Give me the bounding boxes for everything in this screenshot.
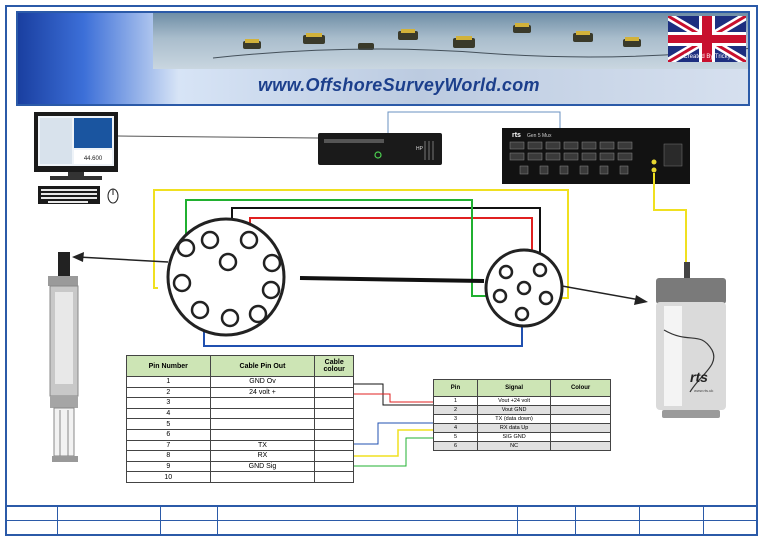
computer-monitor: 44.600: [34, 112, 118, 180]
pin-table-header-colour: Cable colour: [314, 355, 354, 377]
table-row: 5: [126, 418, 354, 430]
colour-cell: [550, 423, 611, 433]
colour-cell: [314, 386, 354, 399]
colour-cell: [314, 450, 354, 462]
pin-cell: 1: [126, 376, 211, 388]
pinout-cell: [209, 428, 316, 441]
colour-cell: [314, 407, 354, 420]
signal-cell: RX data Up: [476, 423, 552, 433]
pin-table-header-pinout: Cable Pin Out: [209, 355, 316, 377]
six-pin-connector: [484, 248, 564, 328]
pinout-cell: [209, 407, 316, 420]
signal-cell: SIG GND: [476, 432, 552, 442]
banner-website[interactable]: www.OffshoreSurveyWorld.com: [258, 75, 540, 95]
pin-cell: 8: [126, 450, 211, 462]
mux-brand: rts: [512, 132, 521, 139]
colour-cell: [314, 471, 354, 483]
signal-cell: TX (data down): [476, 414, 552, 424]
colour-cell: [314, 397, 354, 409]
monitor-readout: 44.600: [84, 156, 103, 162]
table-row: 6: [126, 428, 354, 441]
colour-cell: [314, 376, 354, 388]
signal-cell: Vout GND: [476, 405, 552, 415]
sig-table-header-signal: Signal: [476, 379, 552, 397]
mux-model: Gen 5 Mux: [527, 133, 552, 139]
pinout-cell: GND Ov: [209, 376, 316, 388]
pin-cell: 4: [433, 423, 478, 433]
table-row: 10: [126, 471, 354, 483]
pin-cell: 4: [126, 407, 211, 420]
colour-cell: [314, 460, 354, 473]
pin-cell: 9: [126, 460, 211, 473]
sig-table-header-colour: Colour: [550, 379, 611, 397]
drawing-frame: [5, 5, 758, 536]
colour-cell: [550, 396, 611, 406]
colour-cell: [314, 428, 354, 441]
colour-cell: [550, 405, 611, 415]
union-flag-logo: Created By Tricky: [668, 16, 746, 62]
pinout-cell: 24 volt +: [209, 386, 316, 399]
pc-brand: HP: [416, 146, 424, 152]
colour-cell: [550, 432, 611, 442]
pin-cell: 2: [126, 386, 211, 399]
cable-cylinder-device: [48, 252, 79, 462]
pin-cell: 3: [126, 397, 211, 409]
rts-probe-device: rts www.rts.uk: [656, 262, 726, 418]
pinout-cell: RX: [209, 450, 316, 462]
hp-computer: HP: [318, 133, 442, 165]
pin-cell: 3: [433, 414, 478, 424]
probe-url: www.rts.uk: [694, 388, 713, 393]
colour-cell: [550, 441, 611, 451]
ten-pin-connector: [166, 217, 286, 337]
colour-cell: [314, 418, 354, 430]
rts-gen5-mux: rts Gen 5 Mux: [502, 128, 690, 184]
mouse-icon: [107, 188, 119, 204]
pin-table-header-pin: Pin Number: [126, 355, 211, 377]
union-flag-icon: [668, 16, 746, 62]
signal-cell: NC: [476, 441, 552, 451]
pinout-cell: [209, 397, 316, 409]
table-row: 4: [126, 407, 354, 420]
pinout-cell: [209, 418, 316, 430]
sig-table-header-pin: Pin: [433, 379, 478, 397]
pin-cell: 1: [433, 396, 478, 406]
header-banner: www.OffshoreSurveyWorld.com Created By T…: [16, 11, 750, 106]
pin-cell: 5: [433, 432, 478, 442]
pin-cell: 6: [433, 441, 478, 451]
colour-cell: [550, 414, 611, 424]
colour-cell: [314, 439, 354, 452]
keyboard-icon: [38, 186, 100, 204]
pin-cell: 2: [433, 405, 478, 415]
pin-cell: 5: [126, 418, 211, 430]
table-row: 3: [126, 397, 354, 409]
flag-credit-text: Created By Tricky: [683, 54, 731, 60]
pin-cell: 10: [126, 471, 211, 483]
signal-cell: Vout +24 volt: [476, 396, 552, 406]
pinout-cell: GND Sig: [209, 460, 316, 473]
pin-cell: 7: [126, 439, 211, 452]
pinout-cell: TX: [209, 439, 316, 452]
pinout-cell: [209, 471, 316, 483]
drawing-title-block: [5, 505, 758, 535]
pin-cell: 6: [126, 428, 211, 441]
probe-brand: rts: [690, 369, 708, 385]
